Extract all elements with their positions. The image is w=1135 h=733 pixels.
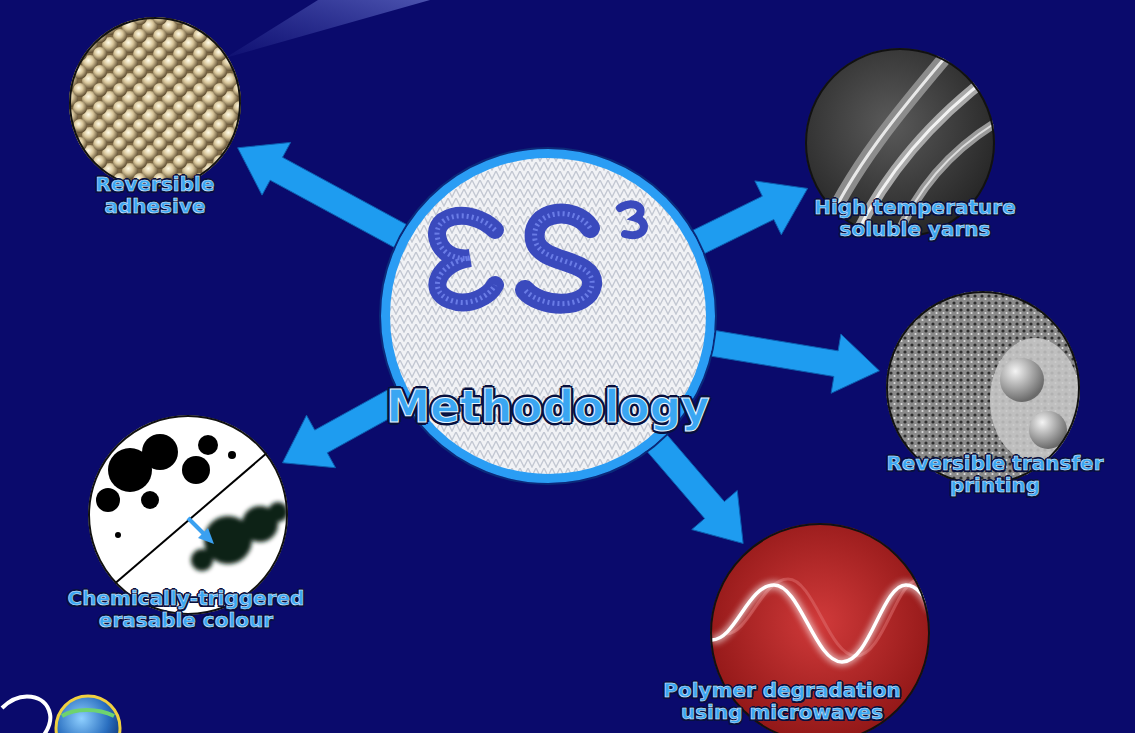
image-ground xyxy=(88,415,288,615)
ink-blot xyxy=(198,435,218,455)
ink-blot xyxy=(96,488,120,512)
node-label: Chemically-triggered erasable colour xyxy=(44,587,329,631)
globe-logo xyxy=(56,696,120,733)
ink-blot-image xyxy=(88,415,288,615)
node-label: Methodology xyxy=(358,383,738,431)
swoosh-logo xyxy=(2,697,50,733)
block-arrow xyxy=(646,433,744,544)
node-label: High temperature soluble yarns xyxy=(795,196,1035,240)
block-arrow xyxy=(709,330,880,393)
topic-circle: High temperature soluble yarns xyxy=(805,48,995,238)
topic-circle: Chemically-triggered erasable colour xyxy=(88,415,288,615)
ink-blot xyxy=(182,456,210,484)
node-label: Reversible adhesive xyxy=(75,173,235,217)
light-beam xyxy=(225,0,430,58)
method-circle: Methodology xyxy=(381,149,715,483)
embroidery-stitch xyxy=(525,214,592,304)
beads-ground xyxy=(60,10,250,200)
ink-blot xyxy=(141,491,159,509)
particle xyxy=(1029,411,1067,449)
smooth-region xyxy=(990,338,1080,462)
embroidery xyxy=(525,214,592,304)
ink-blot xyxy=(142,434,178,470)
topic-circle: Reversible adhesive xyxy=(69,17,241,189)
block-arrow xyxy=(238,142,409,248)
topic-circle: Reversible transfer printing xyxy=(886,291,1080,485)
globe-land xyxy=(62,710,114,716)
glass-beads-photo xyxy=(60,10,250,200)
divider-line xyxy=(98,440,282,598)
change-arrowhead xyxy=(198,528,214,544)
topic-circle: Polymer degradation using microwaves xyxy=(710,523,930,733)
wave-glow xyxy=(712,585,932,662)
embroidery xyxy=(620,204,644,235)
node-label: Polymer degradation using microwaves xyxy=(650,679,915,723)
node-label: Reversible transfer printing xyxy=(870,452,1120,496)
embroidery-stitch xyxy=(437,216,495,303)
particle xyxy=(1000,358,1044,402)
faded-blots xyxy=(191,502,288,571)
sine-wave xyxy=(712,585,932,662)
ink-dot xyxy=(228,451,236,459)
embroidery xyxy=(437,216,495,303)
block-arrow xyxy=(690,181,807,255)
beads xyxy=(60,10,250,200)
partner-logos xyxy=(2,696,120,733)
ink-dot xyxy=(115,532,121,538)
